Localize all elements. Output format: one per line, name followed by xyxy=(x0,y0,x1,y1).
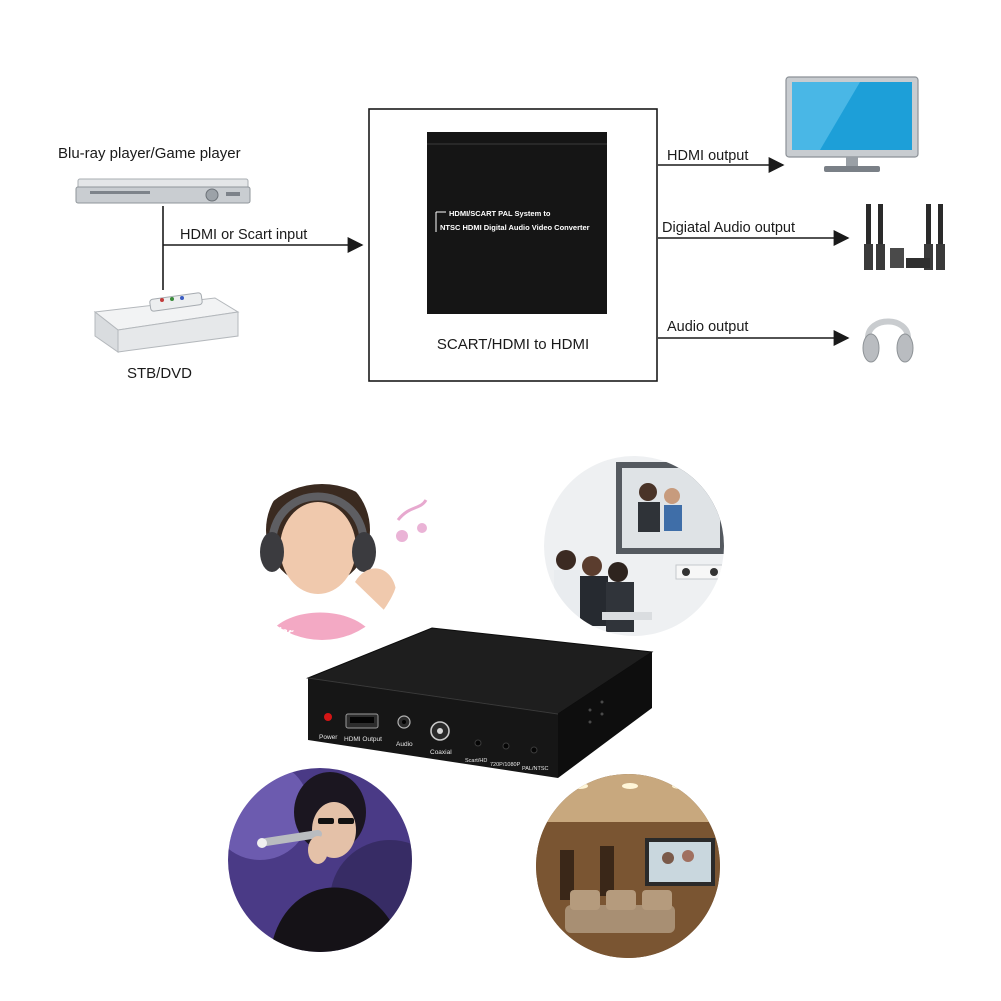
converter-title: SCART/HDMI to HDMI xyxy=(437,336,589,353)
audio-port-label: Audio xyxy=(396,741,413,748)
converter-box xyxy=(427,132,607,314)
monitor-icon xyxy=(785,76,919,172)
pal-ntsc-switch xyxy=(530,746,538,754)
input-label: HDMI or Scart input xyxy=(180,227,307,243)
resolution-switch-label: 720P/1080P xyxy=(490,762,521,768)
power-port-label: Power xyxy=(319,734,338,741)
audio-output-label: Audio output xyxy=(667,319,748,335)
headphones-icon xyxy=(862,318,914,363)
singer-photo xyxy=(228,768,412,952)
bluray-player-icon xyxy=(75,178,251,204)
bluray-label: Blu-ray player/Game player xyxy=(58,145,241,162)
digital-audio-output-label: Digiatal Audio output xyxy=(662,220,795,236)
hdmi-output-port-label: HDMI Output xyxy=(344,736,382,743)
stb-dvd-icon xyxy=(93,292,240,353)
music-note-icon xyxy=(396,499,428,542)
converter-box-line1: HDMI/SCART PAL System to xyxy=(449,209,551,218)
converter-box-line2: NTSC HDMI Digital Audio Video Converter xyxy=(440,223,590,232)
headphones-photo xyxy=(244,484,400,640)
power-led xyxy=(324,713,332,721)
hdmi-output-label: HDMI output xyxy=(667,148,748,164)
scart-hd-switch xyxy=(474,739,482,747)
scart-hd-switch-label: Scart/HD xyxy=(465,758,487,764)
pal-ntsc-switch-label: PAL/NTSC xyxy=(522,766,549,772)
conference-photo xyxy=(544,456,724,636)
stb-dvd-label: STB/DVD xyxy=(127,365,192,382)
resolution-switch xyxy=(502,742,510,750)
coaxial-port-label: Coaxial xyxy=(430,749,452,756)
speaker-system-icon xyxy=(864,204,945,270)
home-theater-photo xyxy=(536,774,720,958)
hd-video-converter-device: HD Video Converter SCART/HDMI to HDMI 72… xyxy=(167,609,654,778)
